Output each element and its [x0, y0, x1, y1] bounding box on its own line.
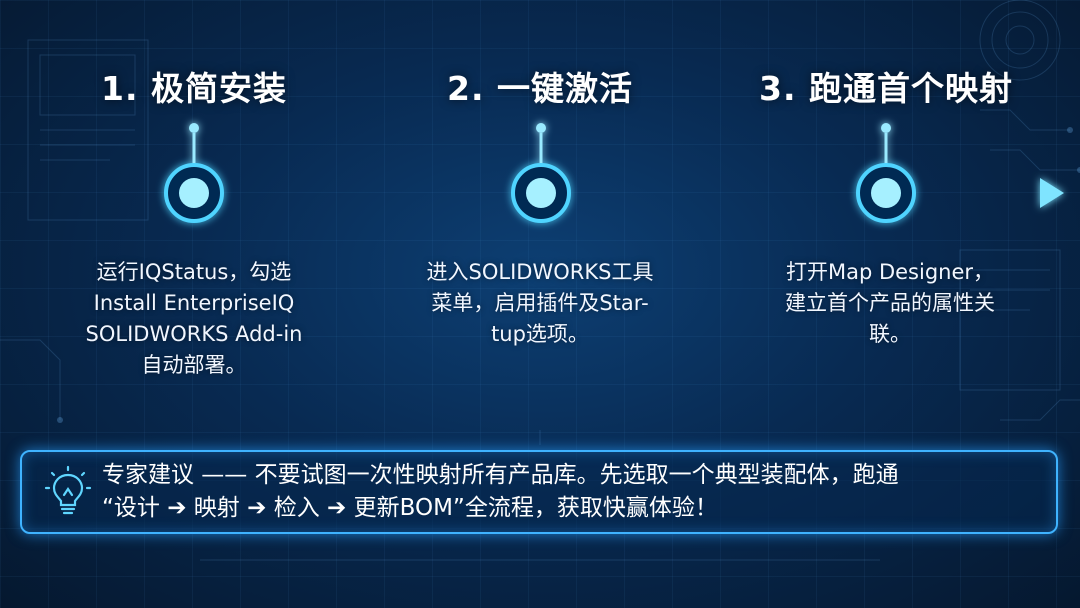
step-2-description: 进入SOLIDWORKS工具 菜单，启用插件及Star- tup选项。 [426, 260, 654, 346]
step-3-title: 3. 跑通首个映射 [759, 69, 1013, 108]
step-1-node [164, 123, 224, 223]
step-3-description: 打开Map Designer， 建立首个产品的属性关 联。 [785, 260, 995, 346]
expert-tip-line-2: “设计 ➔ 映射 ➔ 检入 ➔ 更新BOM”全流程，获取快赢体验！ [102, 495, 718, 521]
step-1-title: 1. 极简安装 [101, 69, 287, 108]
lightbulb-icon [44, 465, 92, 515]
step-2-title: 2. 一键激活 [447, 69, 633, 108]
step-2-node [511, 123, 571, 223]
expert-tip-text: 专家建议 —— 不要试图一次性映射所有产品库。先选取一个典型装配体，跑通 “设计… [102, 459, 1052, 525]
step-3-node [856, 123, 916, 223]
expert-tip-line-1: 专家建议 —— 不要试图一次性映射所有产品库。先选取一个典型装配体，跑通 [102, 462, 899, 488]
step-1-description: 运行IQStatus，勾选 Install EnterpriseIQ SOLID… [85, 260, 303, 377]
expert-tip-box: 专家建议 —— 不要试图一次性映射所有产品库。先选取一个典型装配体，跑通 “设计… [20, 450, 1058, 534]
timeline [0, 123, 1064, 223]
